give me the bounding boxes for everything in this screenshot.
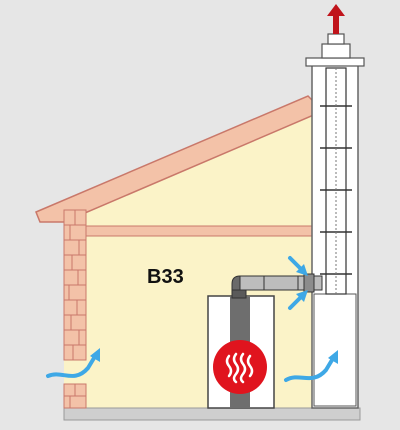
- air-inflow-arrow-icon: [284, 350, 338, 382]
- boiler-heat-icon: [213, 340, 267, 394]
- chimney-base-box: [313, 293, 357, 407]
- ceiling-beam: [85, 225, 313, 237]
- air-inflow-arrow-icon: [46, 348, 100, 378]
- flue-pipe: [231, 273, 323, 299]
- floor: [63, 407, 361, 421]
- system-type-label: B33: [147, 266, 184, 288]
- air-inflow-arrow-icon: [288, 256, 308, 276]
- exhaust-arrow-icon: [327, 4, 345, 34]
- flue-liner: [320, 67, 352, 295]
- air-inflow-arrow-icon: [288, 290, 308, 310]
- brick-wall: [63, 209, 87, 409]
- chimney-terminal: [305, 33, 365, 67]
